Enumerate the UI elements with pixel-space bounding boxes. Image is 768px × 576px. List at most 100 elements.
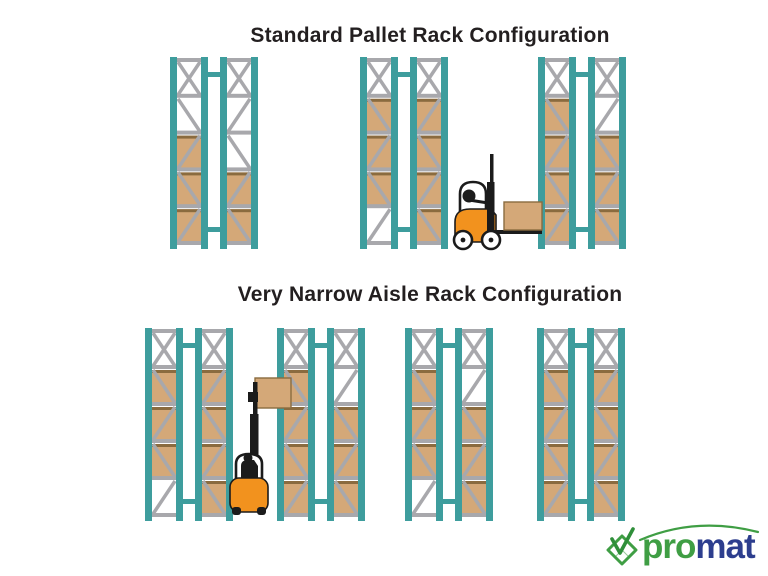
brace: [544, 61, 570, 96]
vna-body: [229, 477, 269, 513]
beam: [461, 476, 487, 480]
pallet-box-edge: [592, 209, 622, 213]
brace: [411, 369, 437, 404]
rack-upright: [391, 57, 398, 249]
brace: [594, 171, 620, 207]
promat-logo: promat: [602, 520, 762, 572]
pallet-box-edge: [542, 172, 572, 176]
brace: [283, 369, 309, 404]
beam: [411, 439, 437, 443]
rack-upright: [587, 328, 594, 521]
beam: [366, 93, 392, 98]
beam: [593, 329, 619, 333]
brace: [226, 61, 252, 96]
beam: [333, 439, 359, 443]
brace: [416, 208, 442, 243]
brace: [594, 97, 620, 133]
brace: [366, 208, 392, 243]
brace: [461, 406, 487, 441]
beam: [176, 58, 202, 62]
beam: [544, 241, 570, 245]
brace: [176, 61, 202, 96]
pallet-box-edge: [414, 172, 444, 176]
beam: [283, 365, 309, 369]
brace: [151, 443, 177, 478]
beam: [151, 439, 177, 443]
beam: [544, 204, 570, 209]
brace: [226, 171, 252, 207]
beam: [411, 402, 437, 406]
brace: [416, 171, 442, 207]
beam: [543, 476, 569, 480]
rack-pair: [170, 57, 258, 249]
pallet-box-edge: [224, 172, 254, 176]
beam: [151, 513, 177, 517]
beam: [594, 58, 620, 62]
brace: [411, 443, 437, 478]
brace: [333, 406, 359, 441]
beam: [283, 513, 309, 517]
brace: [366, 134, 392, 170]
beam: [176, 130, 202, 135]
rack-upright: [441, 57, 448, 249]
forklift-wheel-hub: [460, 237, 466, 243]
beam: [226, 130, 252, 135]
beam: [283, 329, 309, 333]
beam: [411, 329, 437, 333]
beam: [333, 476, 359, 480]
row-spacer: [443, 343, 455, 348]
vna-mast: [250, 414, 259, 482]
rack-frame: [538, 57, 576, 249]
pallet-box-edge: [409, 407, 439, 410]
brace: [151, 480, 177, 515]
brace: [543, 480, 569, 515]
beam: [151, 476, 177, 480]
brace: [461, 332, 487, 367]
beam: [283, 402, 309, 406]
forklift-fork: [494, 230, 542, 234]
beam: [544, 167, 570, 172]
beam: [226, 241, 252, 245]
beam: [366, 204, 392, 209]
row-spacer: [183, 499, 195, 504]
beam: [543, 439, 569, 443]
brace: [594, 61, 620, 96]
pallet-box-edge: [591, 481, 621, 484]
vna-row: [145, 328, 625, 521]
brace: [201, 332, 227, 367]
beam: [416, 241, 442, 245]
rack-upright: [226, 328, 233, 521]
beam: [593, 439, 619, 443]
rack-upright: [308, 328, 315, 521]
brace: [366, 61, 392, 96]
beam: [201, 476, 227, 480]
beam: [411, 513, 437, 517]
vna-operator: [243, 453, 253, 463]
row-spacer: [576, 72, 588, 77]
beam: [151, 329, 177, 333]
rack-upright: [358, 328, 365, 521]
brace: [593, 480, 619, 515]
pallet-box-edge: [364, 135, 394, 139]
beam: [366, 130, 392, 135]
beam: [226, 204, 252, 209]
pallet-box-edge: [542, 209, 572, 213]
rack-frame: [145, 328, 183, 521]
brace: [333, 332, 359, 367]
beam: [543, 513, 569, 517]
beam: [411, 476, 437, 480]
beam: [201, 439, 227, 443]
brace: [593, 443, 619, 478]
row-spacer: [443, 499, 455, 504]
beam: [416, 167, 442, 172]
logo-checkmark: [610, 527, 635, 555]
beam: [201, 402, 227, 406]
beam: [201, 513, 227, 517]
beam: [333, 365, 359, 369]
brace: [543, 332, 569, 367]
beam: [176, 167, 202, 172]
rack-upright: [455, 328, 462, 521]
beam: [176, 241, 202, 245]
brace: [593, 369, 619, 404]
pallet-box-edge: [199, 407, 229, 410]
